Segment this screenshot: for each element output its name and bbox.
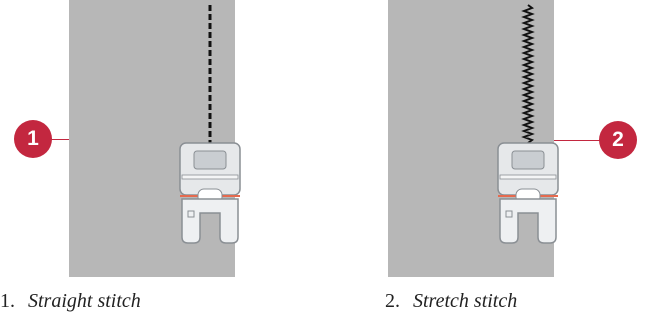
caption-label-1: Straight stitch bbox=[28, 290, 141, 312]
caption-number-2: 2. bbox=[385, 290, 400, 312]
caption-stretch-stitch: 2. Stretch stitch bbox=[385, 290, 517, 313]
callout-badge-1: 1 bbox=[14, 120, 52, 158]
callout-line-2 bbox=[554, 140, 601, 141]
stretch-stitch-zigzag bbox=[521, 4, 535, 144]
straight-stitch-panel bbox=[69, 0, 235, 277]
caption-straight-stitch: 1. Straight stitch bbox=[0, 290, 141, 313]
presser-foot-right bbox=[497, 142, 559, 244]
callout-badge-2: 2 bbox=[599, 121, 637, 159]
caption-label-2: Stretch stitch bbox=[413, 290, 518, 312]
presser-foot-left bbox=[179, 142, 241, 244]
caption-number-1: 1. bbox=[0, 290, 15, 312]
callout-line-1 bbox=[50, 139, 69, 140]
